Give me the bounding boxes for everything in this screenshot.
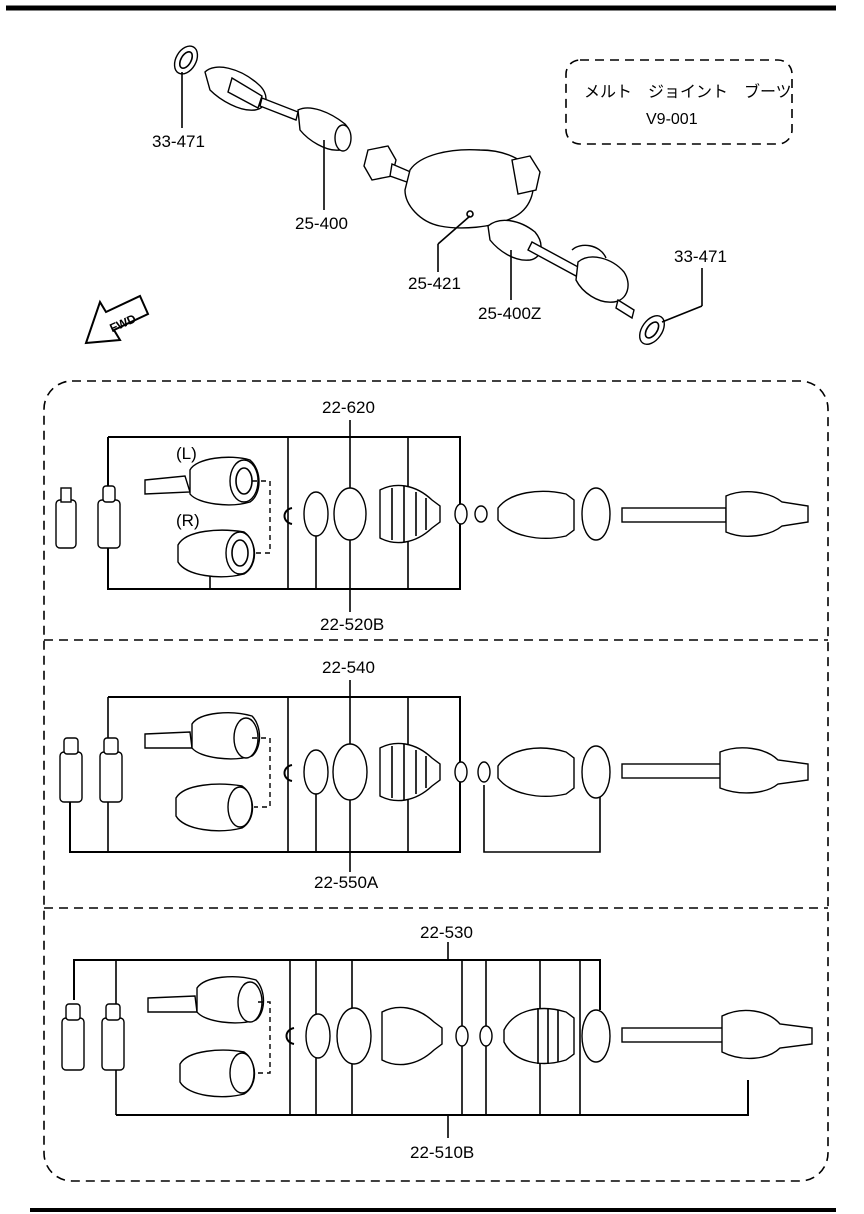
cv-joint-left [144,712,261,760]
label-seal-right: 33-471 [674,247,727,266]
label-shaft-left: 25-400 [295,214,348,233]
grease-tube-1 [55,487,77,549]
title-box: メルト ジョイント ブーツ V9-001 [565,59,793,145]
top-assembly: 33-471 25-400 25-421 25-400Z 33-471 FWD [84,45,727,346]
boot-inner [381,1006,443,1066]
shaft [621,491,809,537]
grease-tube-2 [101,1003,125,1071]
circlip [283,507,293,525]
shaft [621,1009,813,1060]
label-22-620: 22-620 [322,398,375,417]
tag-left: (L) [176,444,197,463]
oil-seal-right [638,314,666,346]
cv-joint-right [179,1049,256,1098]
retaining-ring [305,1013,331,1059]
boot-band-large [333,487,367,541]
section-3: 22-530 22-510B [61,923,813,1162]
drive-shaft-left [204,66,352,152]
boot-band-large [336,1007,372,1065]
shaft [621,747,809,794]
drive-shaft-right [487,219,635,320]
cv-joint-right [175,783,254,832]
label-22-550a: 22-550A [314,873,379,892]
retaining-ring [303,749,329,795]
boot-band-large [332,743,368,801]
boot-outer [497,747,575,797]
fwd-label: FWD [107,311,138,335]
section-2: 22-540 22-550A [59,658,809,892]
grease-tube-1 [59,737,83,803]
boot-outer [503,1007,575,1065]
label-22-540: 22-540 [322,658,375,677]
retaining-ring [303,491,329,537]
label-22-530: 22-530 [420,923,473,942]
tag-right: (R) [176,511,200,530]
grease-tube-2 [97,485,121,549]
cv-joint-left [144,456,260,506]
label-seal-left: 33-471 [152,132,205,151]
boot-inner [379,484,441,544]
circlip [283,764,293,782]
label-22-510b: 22-510B [410,1143,474,1162]
cv-joint-left [147,976,265,1024]
kits-frame [43,380,829,1182]
label-clip: 25-421 [408,274,461,293]
boot-inner [379,742,441,802]
label-22-520b: 22-520B [320,615,384,634]
oil-seal-left [173,45,199,75]
boot-band-small [454,503,468,525]
grease-tube-1 [61,1003,85,1071]
differential-housing [363,145,541,229]
section-1: (L) (R) [55,398,809,634]
title-line-2: V9-001 [646,111,698,128]
grease-tube-2 [99,737,123,803]
circlip [285,1027,295,1045]
title-line-1: メルト ジョイント ブーツ [584,82,792,101]
cv-joint-right [177,529,256,578]
fwd-arrow-icon: FWD [84,294,150,345]
boot-outer [497,490,575,539]
label-shaft-right: 25-400Z [478,304,541,323]
